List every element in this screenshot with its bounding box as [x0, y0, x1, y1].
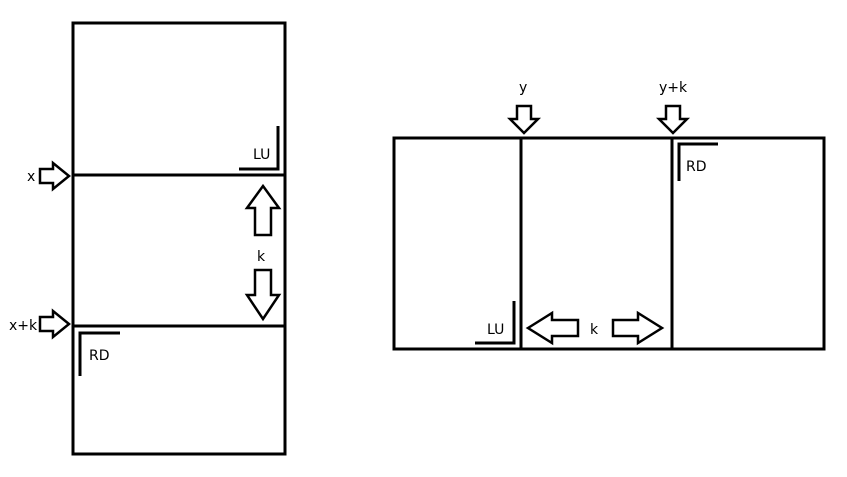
right-panel: y y+k RD LU k	[392, 80, 826, 351]
right-k-label: k	[590, 322, 599, 338]
right-marker-y-arrow-icon	[506, 104, 542, 135]
right-lu-corner-mark	[475, 301, 516, 345]
left-rd-label: RD	[89, 348, 110, 364]
left-marker-x-plus-k-label: x+k	[9, 318, 38, 334]
right-marker-y-plus-k-label: y+k	[659, 80, 688, 96]
left-k-label: k	[257, 249, 266, 265]
left-marker-x-arrow-icon	[38, 160, 71, 192]
left-k-down-arrow-icon	[244, 268, 282, 322]
right-lu-label: LU	[487, 322, 504, 338]
right-marker-y-plus-k-arrow-icon	[655, 104, 691, 135]
left-marker-x-label: x	[27, 169, 35, 185]
right-k-right-arrow-icon	[611, 310, 665, 346]
left-rd-corner-mark	[78, 331, 120, 376]
left-marker-x-plus-k-arrow-icon	[38, 308, 71, 340]
right-outer-rect	[392, 136, 826, 351]
left-lu-label: LU	[253, 147, 270, 163]
left-lu-corner-mark	[239, 126, 280, 171]
right-marker-y-label: y	[519, 80, 527, 96]
left-outer-rect	[71, 21, 287, 456]
left-panel: LU RD x x+k k	[9, 21, 287, 456]
left-k-up-arrow-icon	[244, 183, 282, 237]
right-rd-corner-mark	[677, 142, 718, 181]
right-k-left-arrow-icon	[525, 310, 580, 346]
right-rd-label: RD	[686, 159, 707, 175]
